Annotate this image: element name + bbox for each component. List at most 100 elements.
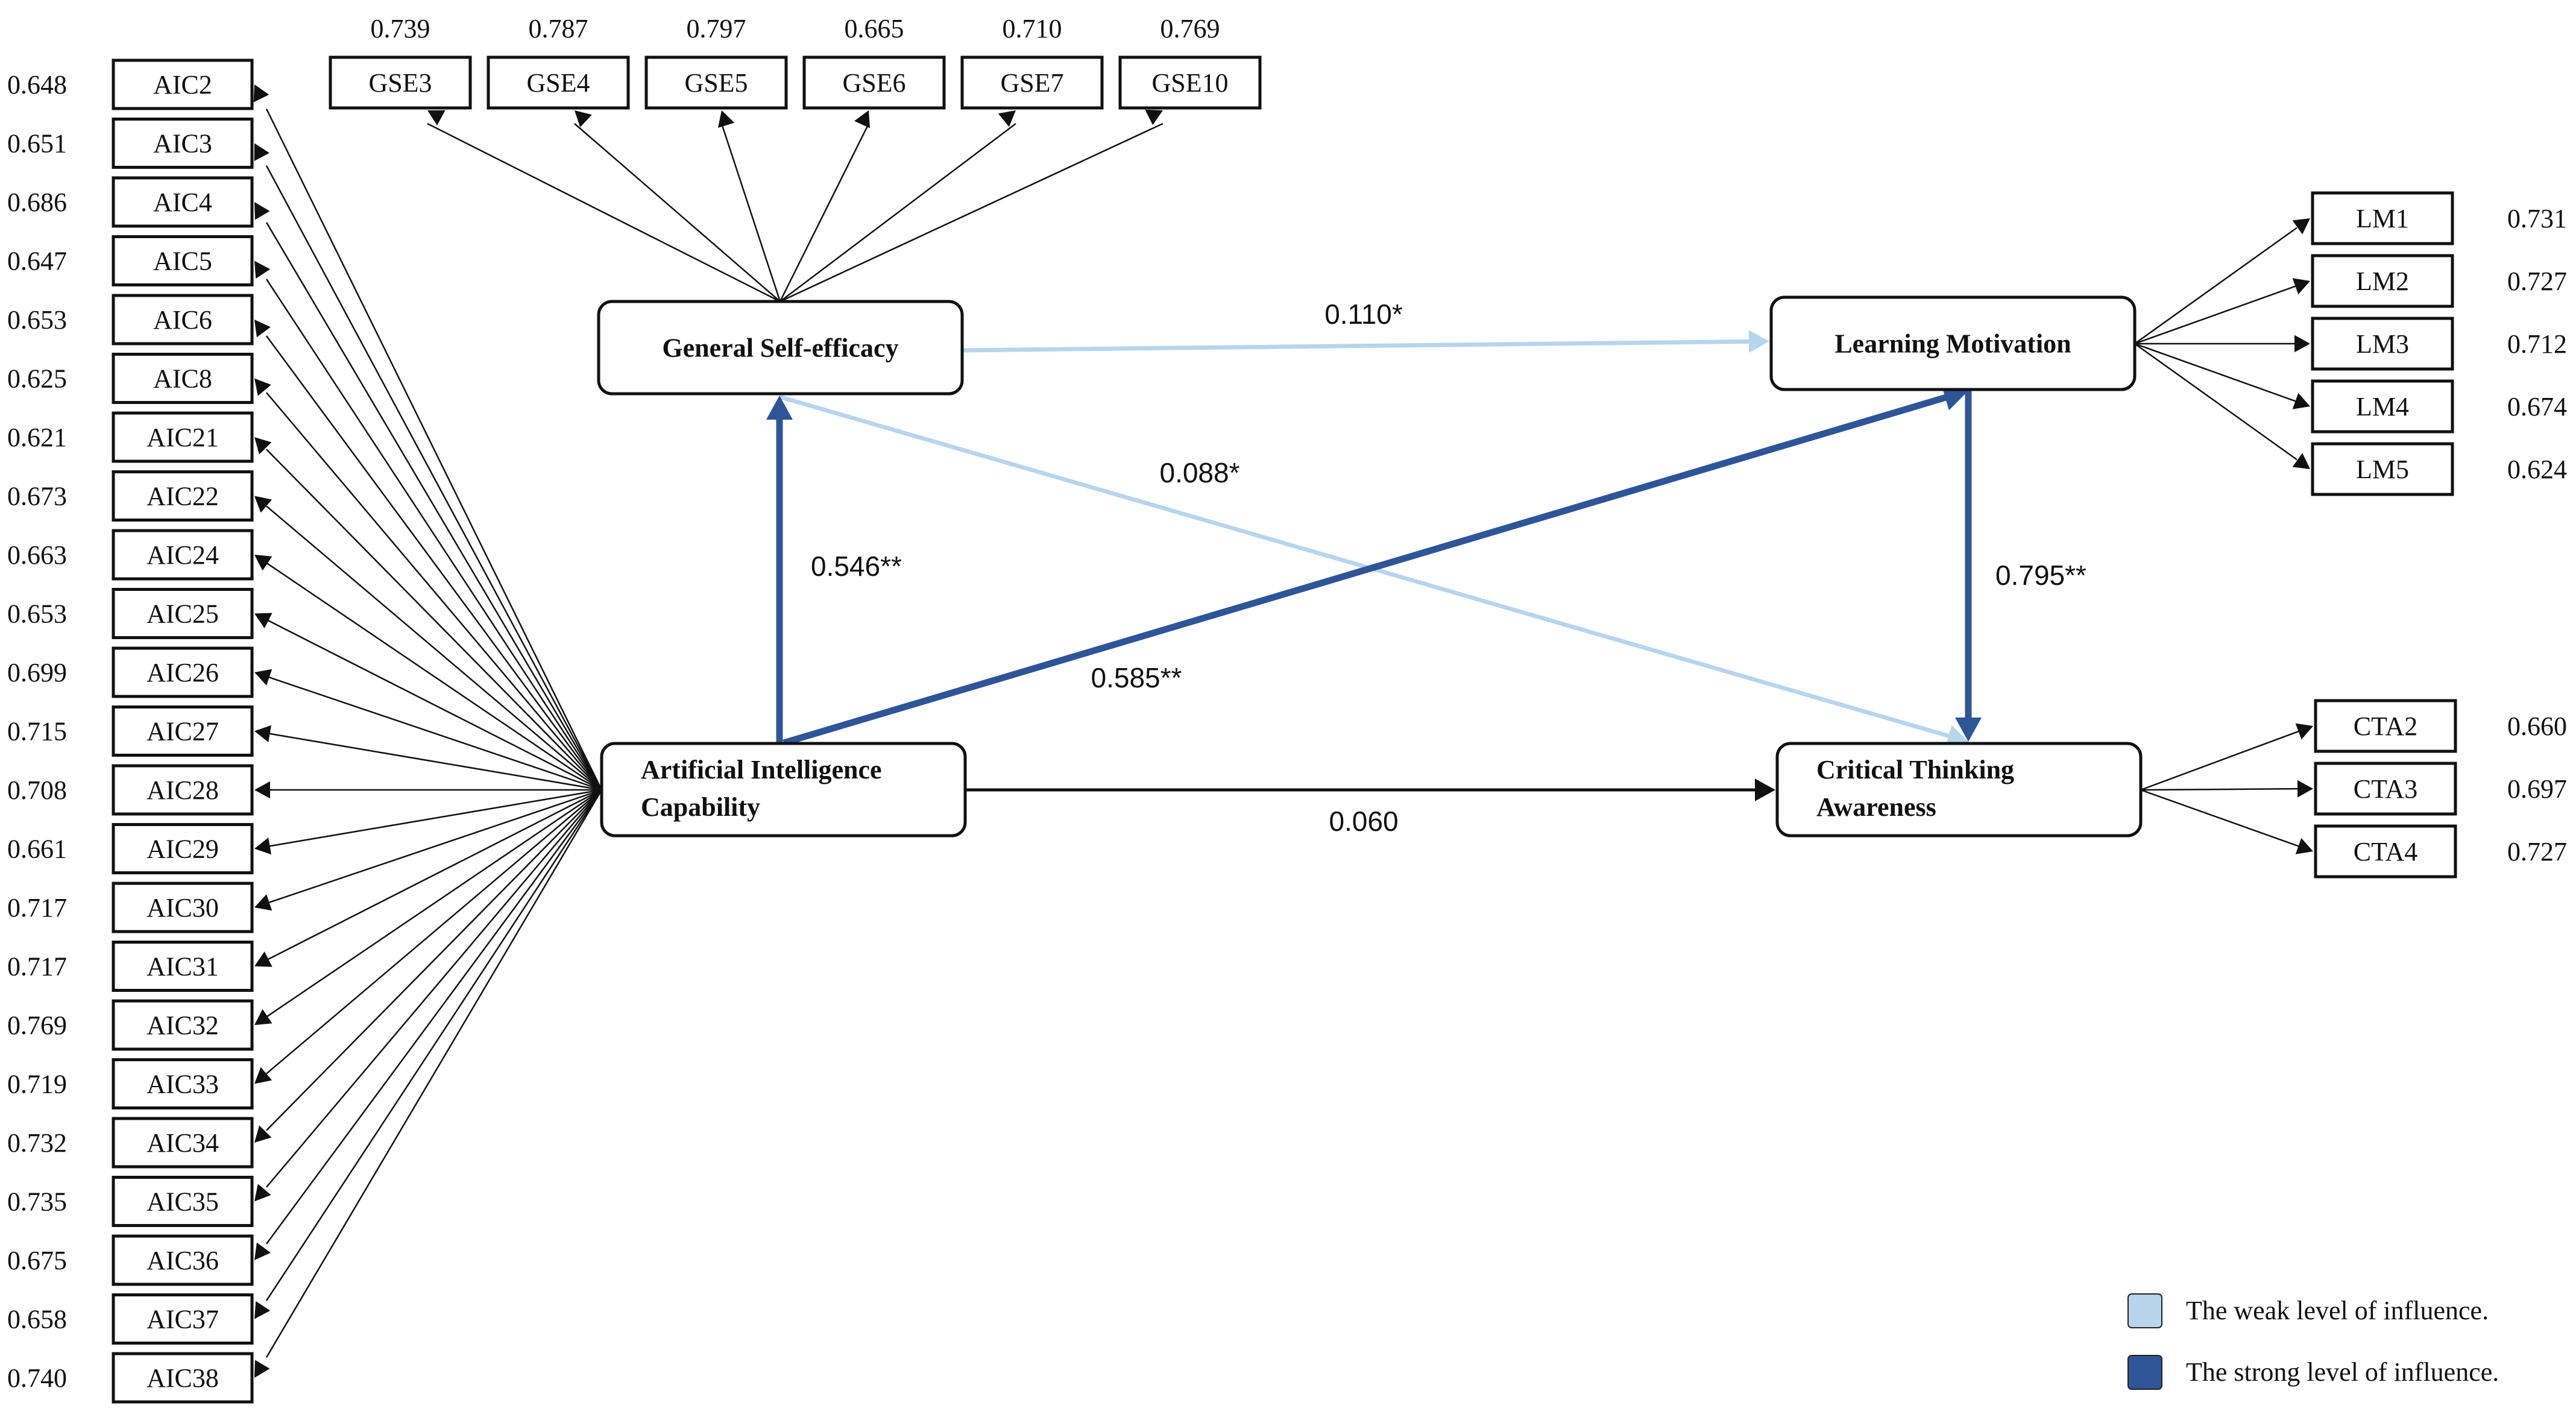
indicator-aic: AIC36 [112,1234,254,1286]
indicator-lm-link [2134,342,2297,461]
indicator-aic-link [266,789,602,848]
indicator-gse: GSE3 [329,55,472,110]
indicator-aic-box [112,176,254,228]
path-aic-lm-arrowhead [1941,385,1968,411]
indicator-aic: AIC3 [112,118,254,169]
legend: The weak level of influence. The strong … [2127,1293,2499,1390]
path-aic-gse-arrowhead [766,396,793,420]
loading-aic: 0.647 [7,247,67,276]
indicator-aic-arrowhead [254,951,272,967]
indicator-aic-arrowhead [254,555,272,571]
indicator-gse-link [427,122,781,303]
indicator-aic: AIC4 [112,176,254,228]
loading-aic: 0.769 [7,1011,67,1040]
indicator-aic-label: AIC25 [146,599,219,629]
indicator-lm: LM4 [2311,379,2454,434]
indicator-aic-link [265,789,603,1301]
loading-lm: 0.712 [2507,329,2567,359]
indicator-lm-box [2311,442,2454,496]
indicator-aic-arrowhead [254,1067,272,1084]
construct-cta-label-0: Critical Thinking [1816,755,2014,784]
path-lm-cta-arrowhead [1955,718,1982,742]
indicator-cta-label: CTA3 [2354,774,2417,804]
indicator-lm-arrowhead [2292,393,2310,409]
loading-cta: 0.697 [2507,774,2567,804]
loading-aic: 0.653 [7,599,67,629]
indicator-gse-arrowhead [575,110,592,128]
indicator-aic-label: AIC8 [153,364,212,394]
indicator-lm-arrowhead [2292,218,2310,235]
indicator-lm: LM5 [2311,442,2454,496]
indicator-aic-link [266,789,602,1131]
indicator-aic: AIC2 [112,58,254,110]
indicator-aic-label: AIC22 [146,482,219,511]
path-aic-lm-coef: 0.585** [1091,662,1182,693]
loading-lm: 0.624 [2507,455,2567,484]
legend-strong-swatch [2127,1355,2162,1390]
indicator-cta-box [2314,824,2457,879]
indicator-aic: AIC25 [112,588,254,639]
indicator-aic-link [266,789,602,1018]
loading-aic: 0.740 [7,1363,67,1393]
indicator-cta-link [2140,789,2300,848]
indicator-lm-arrowhead [2294,335,2310,353]
indicator-cta-label: CTA2 [2354,712,2417,741]
indicator-lm-label: LM1 [2356,204,2409,233]
loading-aic: 0.732 [7,1128,67,1158]
indicator-aic: AIC5 [112,235,254,286]
indicator-gse: GSE6 [802,55,946,110]
structural-paths [766,330,1982,801]
indicator-cta-link [2140,787,2300,791]
loading-aic: 0.625 [7,364,67,394]
indicator-cta-link [2140,730,2300,791]
indicator-gse-label: GSE6 [842,68,905,98]
legend-strong-label: The strong level of influence. [2186,1357,2499,1387]
legend-weak-swatch [2127,1293,2162,1328]
path-gse-lm-arrowhead [1748,330,1769,353]
indicator-gse-link [779,122,1164,303]
indicator-aic: AIC38 [112,1352,254,1404]
indicator-lm-box [2311,254,2454,308]
indicator-aic-link [266,675,602,791]
indicator-aic-arrowhead [254,437,272,455]
indicator-lm-box [2311,379,2454,434]
indicator-lm-link [2134,342,2297,403]
indicator-aic: AIC8 [112,353,254,404]
indicator-gse-label: GSE10 [1151,68,1228,98]
indicator-aic-box [112,882,254,933]
indicator-aic-arrowhead [254,202,270,220]
indicator-aic-label: AIC6 [153,305,212,335]
loading-gse: 0.665 [845,14,904,43]
path-lm-cta-coef: 0.795** [1995,560,2086,591]
indicator-gse-box [802,55,946,110]
indicator-cta-box [2314,699,2457,753]
indicator-aic-arrowhead [254,496,272,513]
loading-cta: 0.660 [2507,712,2567,741]
indicator-gse-link [779,123,1016,302]
loading-aic: 0.651 [7,129,67,159]
indicator-aic-link [265,789,603,1245]
indicator-aic-label: AIC32 [146,1011,219,1040]
indicator-gse: GSE7 [960,55,1104,110]
construct-gse-label-0: General Self-efficacy [662,333,898,363]
indicator-aic-arrowhead [253,84,269,103]
indicator-aic-label: AIC4 [153,188,212,217]
loading-gse: 0.797 [687,14,746,43]
loading-lm: 0.731 [2507,204,2567,233]
indicator-aic-label: AIC21 [146,423,219,452]
indicator-aic-arrowhead [254,725,272,742]
indicator-aic-arrowhead [254,894,272,911]
indicator-links [253,84,2313,1378]
indicator-aic: AIC28 [112,764,254,816]
indicator-gse-label: GSE5 [684,68,748,98]
indicator-aic-link [265,335,603,790]
indicator-lm: LM1 [2311,191,2454,245]
indicator-aic-link [265,279,603,790]
indicator-aic-label: AIC27 [146,717,219,746]
indicator-aic: AIC21 [112,411,254,463]
indicator-aic: AIC22 [112,470,254,522]
indicator-gse-box [1118,55,1262,110]
